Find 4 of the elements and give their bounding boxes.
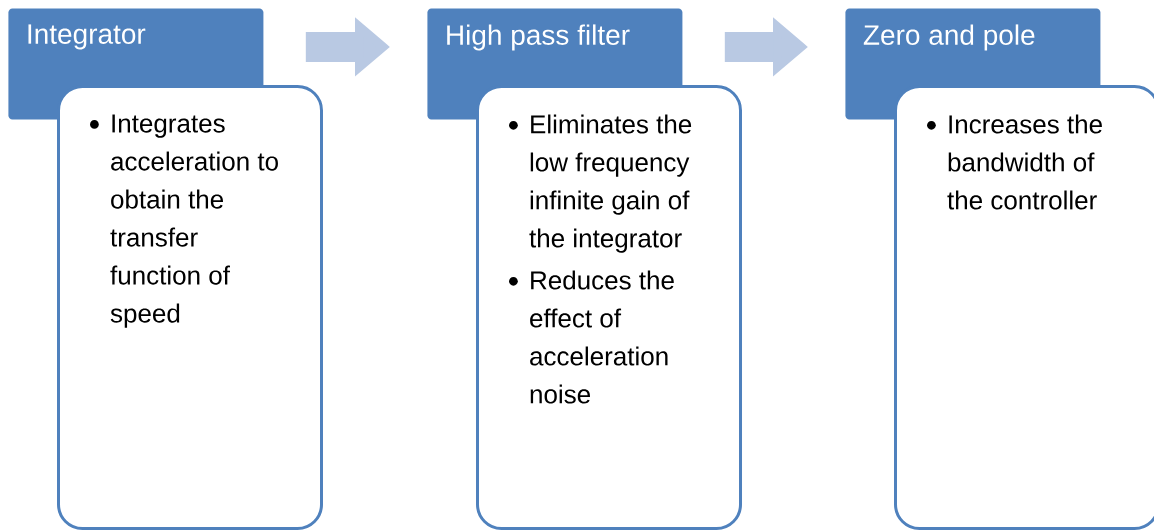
- content-box: [476, 85, 742, 530]
- content-box: [57, 85, 323, 530]
- content-box: [894, 85, 1154, 530]
- bullet-item: Reduces the effect of acceleration noise: [530, 270, 674, 404]
